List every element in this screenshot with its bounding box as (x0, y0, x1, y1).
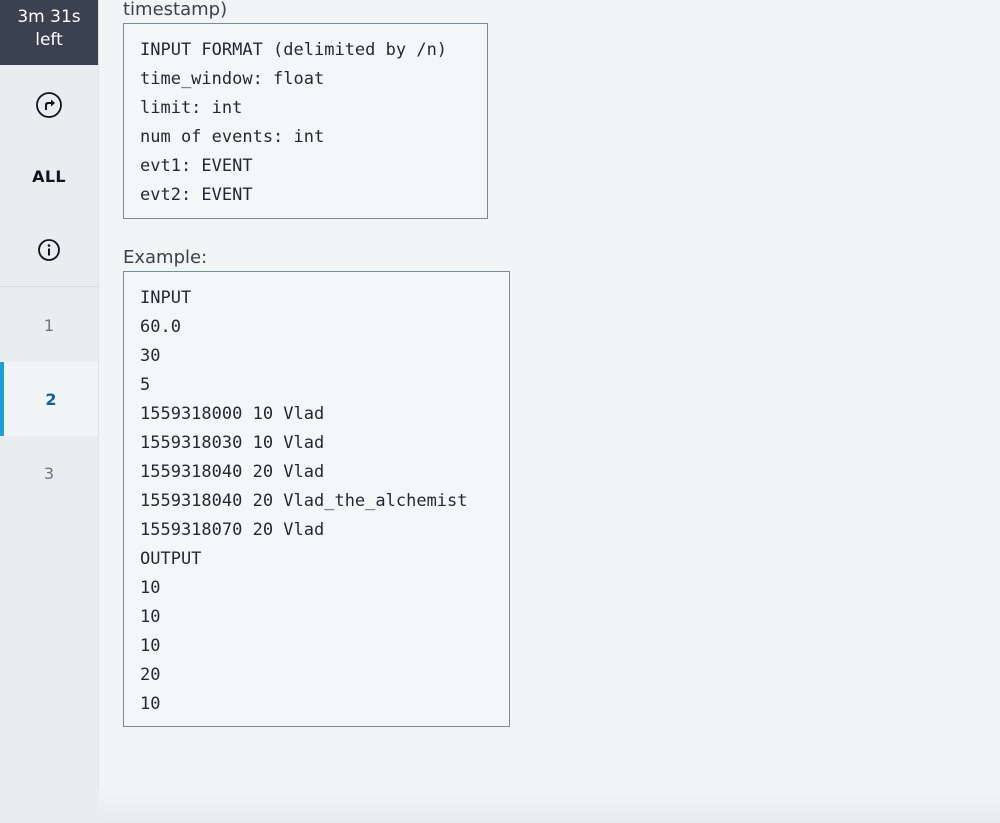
external-link-icon (36, 92, 62, 118)
example-block: INPUT 60.0 30 5 1559318000 10 Vlad 15593… (123, 271, 510, 727)
info-icon (38, 239, 60, 261)
example-line: 1559318040 20 Vlad (140, 462, 325, 482)
description-fragment: timestamp) (123, 0, 228, 20)
format-line: evt1: EVENT (140, 156, 253, 176)
example-line: 10 (140, 607, 161, 627)
open-external-button[interactable] (0, 68, 98, 142)
example-line: 1559318030 10 Vlad (140, 433, 325, 453)
input-format-block: INPUT FORMAT (delimited by /n) time_wind… (123, 23, 488, 219)
example-line: 1559318070 20 Vlad (140, 520, 325, 540)
sidebar-divider (0, 286, 98, 287)
example-line: 20 (140, 665, 161, 685)
nav-question-1[interactable]: 1 (43, 315, 55, 335)
format-line: limit: int (140, 98, 243, 118)
example-line: 1559318040 20 Vlad_the_alchemist (140, 491, 468, 511)
example-line: 10 (140, 578, 161, 598)
info-button[interactable] (0, 213, 98, 287)
timer-suffix: left (35, 30, 63, 50)
example-line: 5 (140, 375, 151, 395)
example-line: OUTPUT (140, 549, 202, 569)
example-label: Example: (123, 247, 208, 268)
format-line: time_window: float (140, 69, 325, 89)
example-line: 1559318000 10 Vlad (140, 404, 325, 424)
bottom-edge-shade (98, 790, 1000, 823)
example-line: 10 (140, 636, 161, 656)
example-line: 60.0 (140, 317, 181, 337)
format-line: INPUT FORMAT (delimited by /n) (140, 40, 448, 60)
example-line: INPUT (140, 288, 192, 308)
nav-all-questions[interactable]: ALL (32, 166, 66, 186)
nav-question-2[interactable]: 2 (0, 362, 98, 436)
nav-question-3[interactable]: 3 (43, 463, 55, 483)
example-line: 30 (140, 346, 161, 366)
sidebar: 3m 31s left ALL 1 2 3 (0, 0, 99, 823)
example-line: 10 (140, 694, 161, 714)
format-line: num of events: int (140, 127, 325, 147)
timer: 3m 31s left (0, 0, 98, 65)
format-line: evt2: EVENT (140, 185, 253, 205)
timer-value: 3m 31s (17, 7, 81, 27)
